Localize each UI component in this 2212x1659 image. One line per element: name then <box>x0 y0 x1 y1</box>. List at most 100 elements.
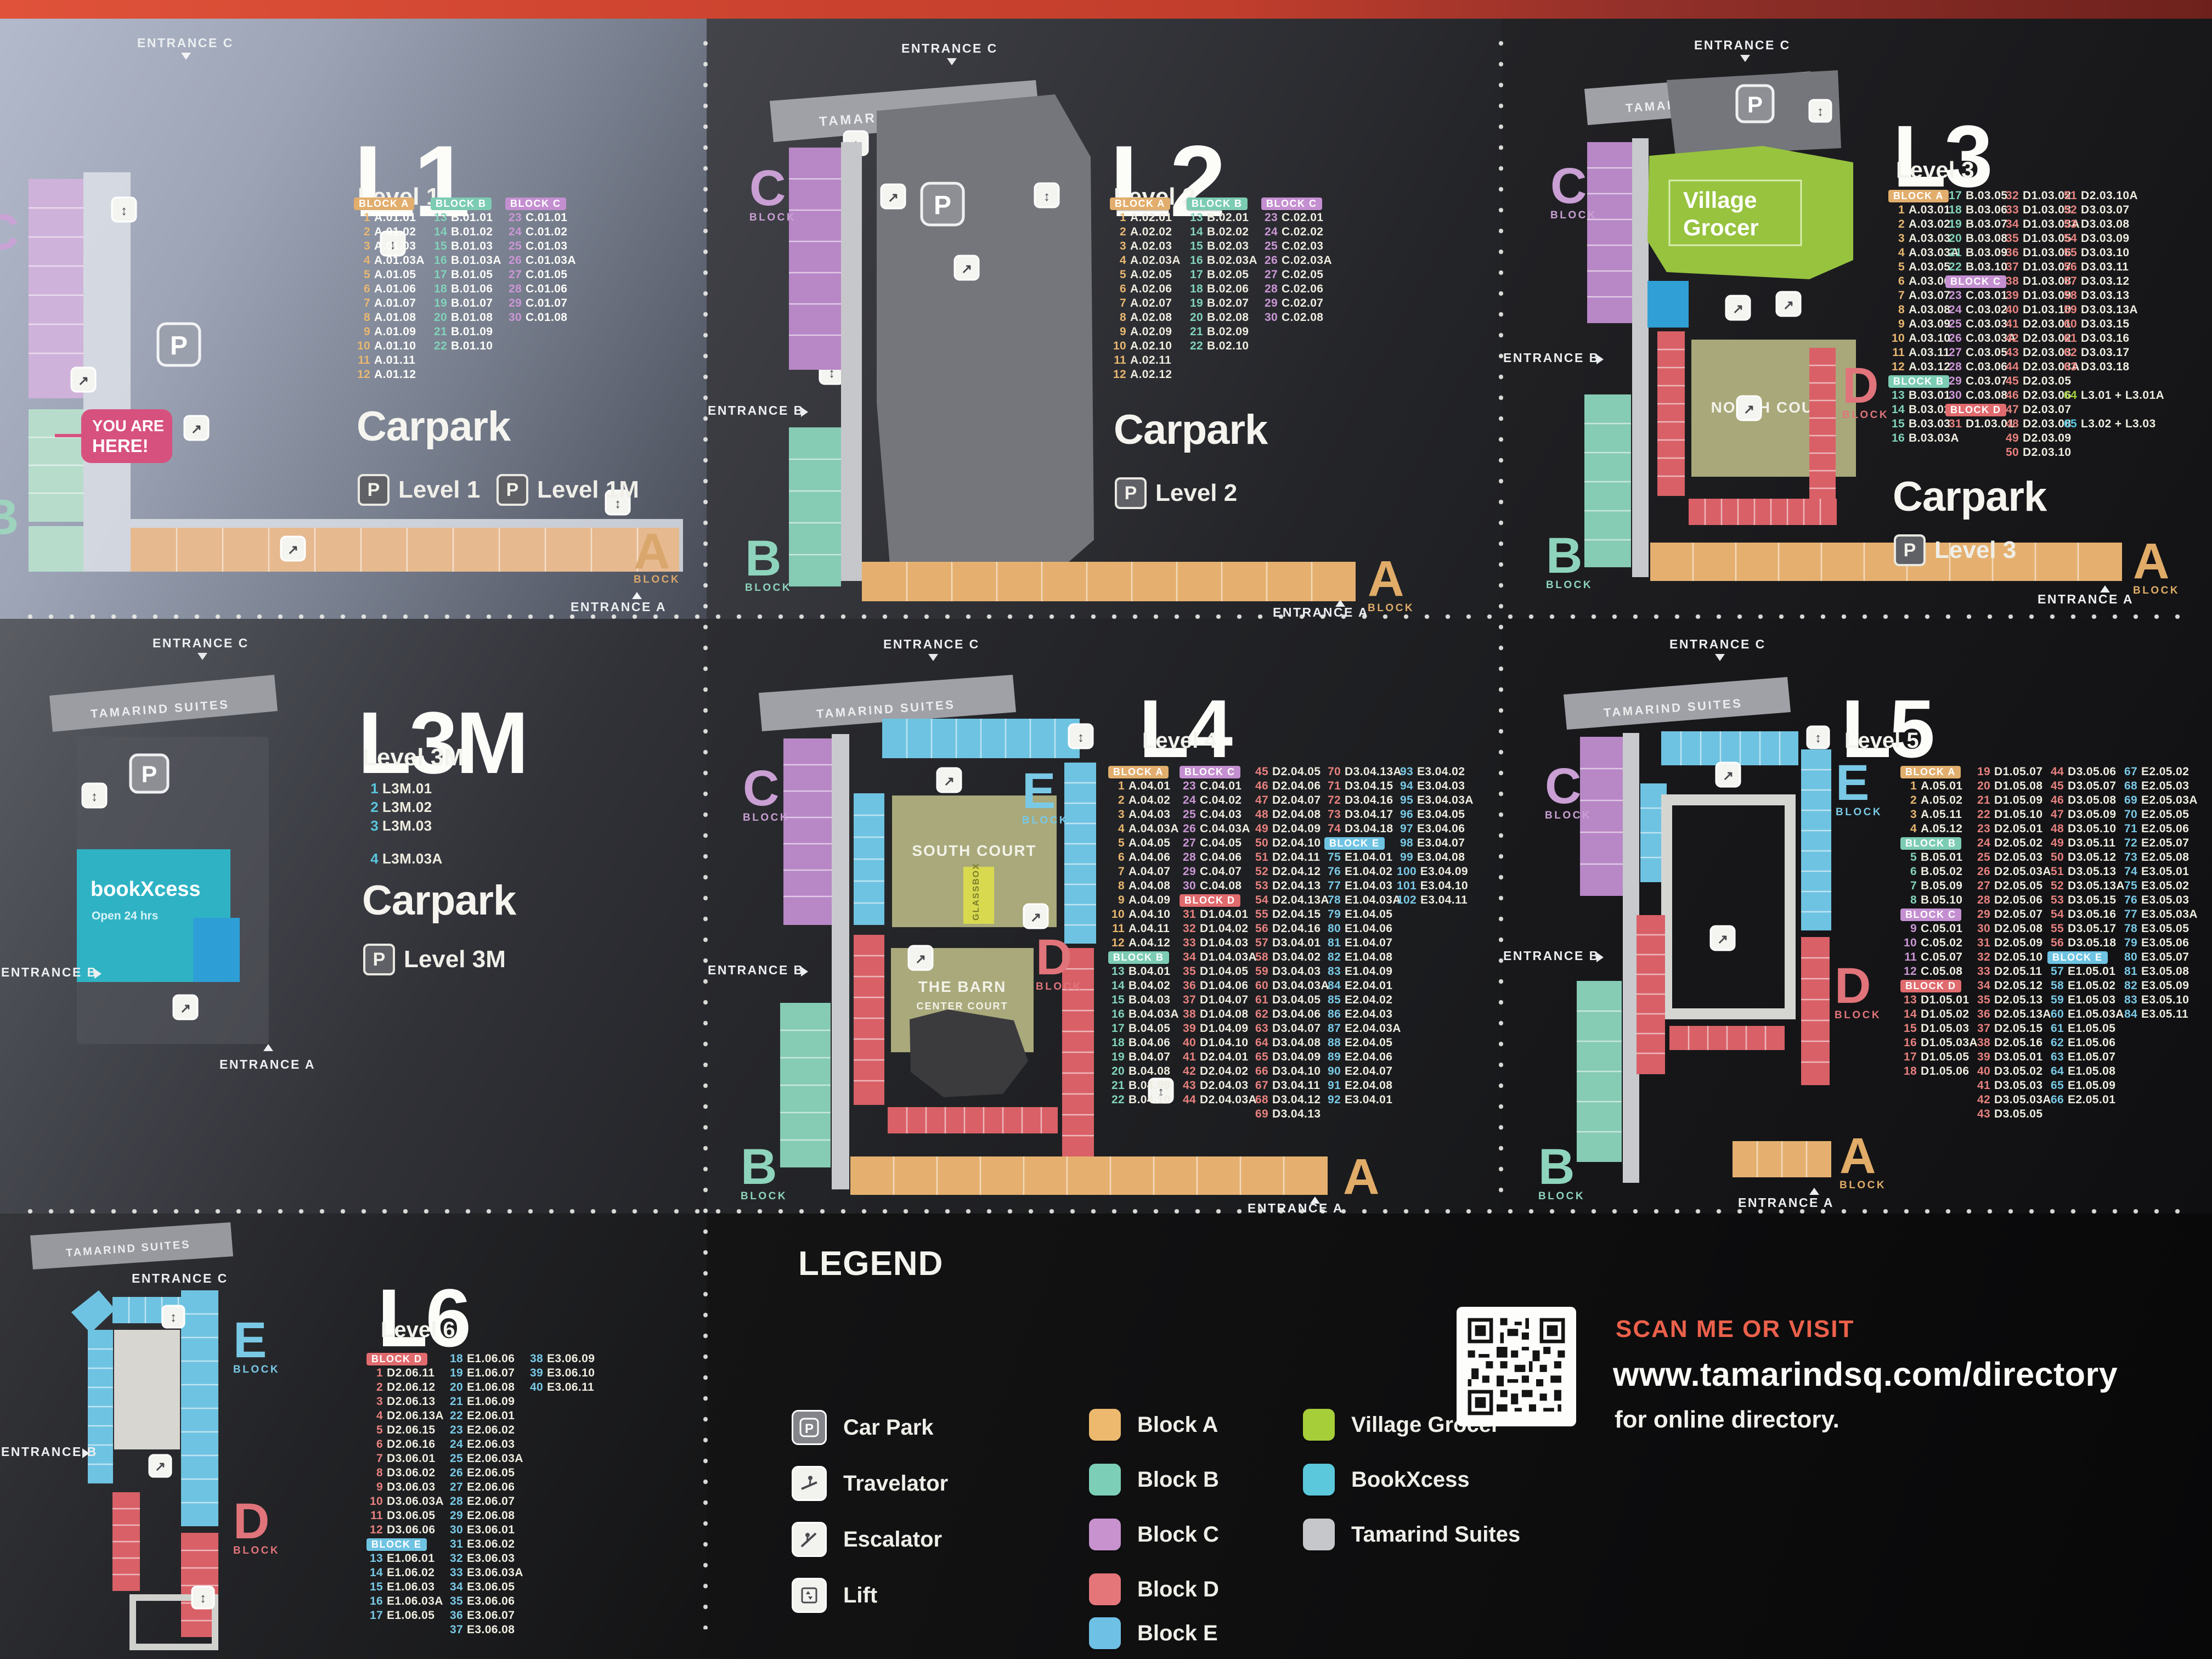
unit-code: A.02.12 <box>1130 368 1172 381</box>
unit-number: 11 <box>1892 346 1905 359</box>
unit-code: D1.04.08 <box>1200 1008 1249 1020</box>
unit-number: 15 <box>370 1581 383 1593</box>
unit-code: E1.06.01 <box>387 1552 435 1565</box>
unit-number: 21 <box>1111 1079 1125 1092</box>
unit-code: D1.05.08 <box>1994 780 2043 792</box>
unit-code: B.05.10 <box>1921 894 1963 906</box>
unit-code: D2.04.07 <box>1272 794 1321 806</box>
unit-code: B.01.06 <box>451 283 493 295</box>
unit-number: 74 <box>2124 865 2137 878</box>
level-code: L3 <box>1893 107 1993 206</box>
unit-code: E3.05.11 <box>2141 1008 2189 1020</box>
unit-code: C.02.03 <box>1282 240 1324 252</box>
unit-number: 5 <box>1898 261 1905 273</box>
unit-number: 19 <box>1949 218 1962 230</box>
block-header: BLOCK A <box>1110 196 1184 211</box>
unit-code: B.04.07 <box>1128 1051 1171 1063</box>
south-court-label: SOUTH COURT <box>912 842 1036 859</box>
unit-number: 26 <box>1949 332 1962 345</box>
unit-code: E3.05.09 <box>2141 979 2190 992</box>
carpark-title: Carpark <box>362 877 516 924</box>
unit-number: 67 <box>1255 1079 1268 1092</box>
unit-code: B.04.01 <box>1128 965 1171 978</box>
unit-code: A.03.06 <box>1909 275 1951 287</box>
level-code: L2 <box>1110 125 1226 238</box>
unit-code: A.02.05 <box>1130 268 1172 281</box>
unit-number: 14 <box>370 1566 383 1579</box>
unit-number: 79 <box>2124 936 2137 949</box>
unit-code: D2.04.03 <box>1200 1079 1249 1092</box>
carpark-icon: P <box>1894 534 1926 566</box>
corridor <box>1632 138 1649 577</box>
block-c-caption: BLOCK <box>1545 810 1592 821</box>
sign-frame-top-bar <box>0 0 2212 19</box>
block-b-swatch <box>1089 1464 1121 1496</box>
unit-code: C.03.06 <box>1966 360 2008 373</box>
unit-code: B.04.02 <box>1128 979 1171 992</box>
unit-number: 30 <box>1183 879 1196 892</box>
unit-number: 34 <box>2006 218 2019 230</box>
block-b-letter: B <box>0 489 19 545</box>
unit-code: E2.06.03A <box>467 1452 523 1465</box>
unit-code: B.03.09 <box>1966 246 2008 259</box>
block-header: BLOCK A <box>354 196 428 211</box>
unit-code: D3.03.13 <box>2081 289 2130 302</box>
level-name: Level 4 <box>1142 729 1217 753</box>
unit-number: 73 <box>1328 808 1341 821</box>
legend-block-c: Block C <box>1089 1519 1219 1550</box>
block-c-strip <box>1580 737 1623 896</box>
unit-code: A.02.10 <box>1130 340 1172 352</box>
unit-code: D1.03.05 <box>2023 232 2072 245</box>
lift-icon: ↕ <box>1148 1077 1174 1104</box>
unit-code: C.01.06 <box>526 283 568 295</box>
entrance-c-label: ENTRANCE C <box>901 41 998 55</box>
block-header-chip: BLOCK C <box>1180 765 1240 778</box>
unit-number: 81 <box>1328 936 1341 949</box>
unit-code: D3.04.03A <box>1272 979 1329 992</box>
legend-label: Block B <box>1137 1467 1219 1492</box>
village-grocer-label-1: Village <box>1683 187 1757 213</box>
unit-code: A.04.03A <box>1128 822 1179 835</box>
floor-area <box>114 1330 180 1449</box>
lift-icon: ↕ <box>81 782 108 809</box>
unit-code: E3.04.11 <box>1420 894 1468 906</box>
unit-code: E3.06.02 <box>467 1538 515 1550</box>
unit-code: B.05.09 <box>1921 879 1963 892</box>
unit-code: D3.05.03 <box>1994 1079 2043 1092</box>
unit-number: 57 <box>2051 965 2064 978</box>
unit-code: C.03.07 <box>1966 375 2008 387</box>
unit-code: E2.04.03A <box>1345 1022 1401 1035</box>
unit-code: A.01.02 <box>374 225 416 238</box>
